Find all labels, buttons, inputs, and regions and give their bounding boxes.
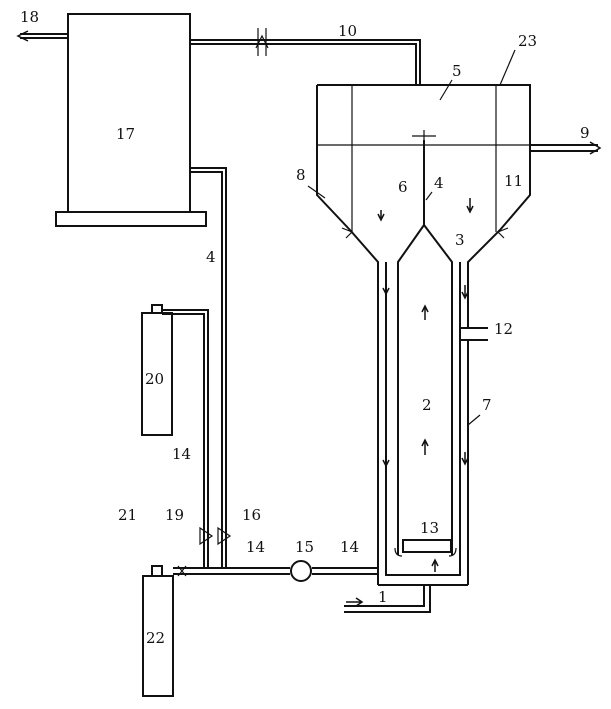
flow-arrows — [341, 198, 509, 572]
label-13: 13 — [420, 519, 439, 537]
outlet-pipe-18 — [16, 30, 68, 42]
label-2: 2 — [422, 396, 432, 414]
inlet-pipe-1 — [344, 585, 431, 613]
pipe-4-return — [190, 167, 227, 568]
label-19: 19 — [165, 506, 184, 524]
label-11: 11 — [504, 172, 523, 190]
pipe-12 — [460, 327, 488, 341]
distributor-13 — [394, 539, 457, 557]
label-4b: 4 — [206, 248, 216, 266]
label-10: 10 — [338, 22, 357, 40]
label-12: 12 — [494, 320, 513, 338]
label-1: 1 — [378, 588, 388, 606]
label-22: 22 — [146, 629, 165, 647]
label-16: 16 — [242, 506, 261, 524]
cylinder-22 — [142, 565, 174, 697]
label-23: 23 — [518, 32, 537, 50]
label-5: 5 — [452, 62, 462, 80]
outlet-pipe-9 — [530, 141, 602, 155]
leader-lines — [307, 49, 516, 426]
tank-17 — [55, 13, 207, 227]
labels: 1 2 3 4 4 5 6 7 8 9 10 11 12 13 14 14 14… — [20, 8, 590, 647]
valve-16 — [217, 526, 232, 546]
valve-21 — [177, 565, 187, 577]
label-14c: 14 — [340, 538, 359, 556]
gas-separator-head — [412, 130, 436, 142]
label-15: 15 — [295, 538, 314, 556]
label-7: 7 — [482, 396, 492, 414]
label-14a: 14 — [172, 445, 191, 463]
label-17: 17 — [116, 125, 135, 143]
label-14b: 14 — [246, 538, 265, 556]
label-18: 18 — [20, 8, 39, 26]
label-21: 21 — [118, 506, 137, 524]
reactor-shell — [316, 84, 531, 586]
pipe-14-main — [173, 567, 378, 575]
cylinder-20 — [141, 304, 209, 568]
pipe-10 — [190, 28, 421, 85]
label-20: 20 — [145, 370, 164, 388]
label-4a: 4 — [434, 174, 444, 192]
label-8: 8 — [296, 166, 306, 184]
valve-19 — [199, 526, 214, 546]
label-9: 9 — [580, 124, 590, 142]
label-3: 3 — [455, 231, 465, 249]
label-6: 6 — [398, 178, 408, 196]
pump-15 — [290, 560, 312, 582]
